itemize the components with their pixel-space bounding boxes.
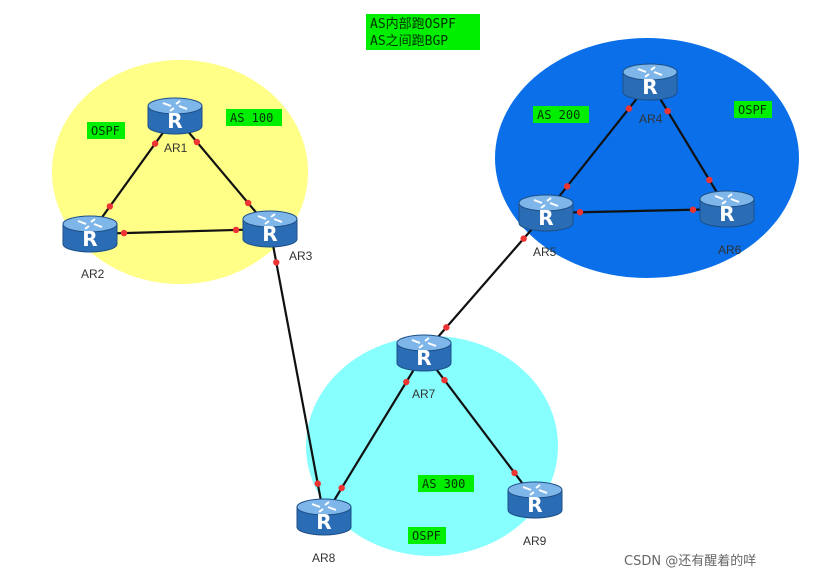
router-label: AR3 (289, 249, 313, 263)
router-ar8[interactable]: R AR8 (296, 498, 352, 565)
tag-as200-name: AS 200 (533, 106, 589, 123)
router-label: AR5 (533, 245, 557, 259)
link-ar5-ar7 (423, 212, 547, 354)
router-icon: R (416, 346, 431, 370)
tag-as300-name: AS 300 (418, 475, 474, 492)
port-dot (151, 140, 159, 147)
port-dot (403, 378, 410, 386)
port-dot (625, 105, 633, 112)
title-line-1: AS内部跑OSPF (370, 16, 456, 32)
router-ar9[interactable]: R AR9 (507, 481, 563, 548)
as300-area (306, 336, 558, 556)
tag-as100-name: AS 100 (226, 109, 282, 126)
port-dot (563, 183, 571, 190)
tag-as300-ospf: OSPF (408, 527, 446, 544)
port-dot (244, 199, 252, 207)
router-icon: R (538, 206, 553, 230)
router-label: AR4 (639, 112, 663, 126)
link-ar2-ar3 (89, 227, 271, 236)
svg-text:OSPF: OSPF (412, 529, 441, 543)
tag-as100-ospf: OSPF (87, 122, 125, 139)
port-dot (193, 138, 201, 146)
router-label: AR6 (718, 243, 742, 257)
link-ar4-ar5 (545, 81, 651, 214)
link-ar3-ar8 (268, 228, 326, 518)
port-dot (443, 324, 450, 331)
port-dot (273, 259, 280, 266)
link-ar1-ar3 (174, 115, 271, 230)
svg-text:AS 100: AS 100 (230, 111, 273, 125)
watermark: CSDN @还有醒着的咩 (624, 553, 756, 569)
svg-text:OSPF: OSPF (91, 124, 120, 138)
router-icon: R (82, 227, 97, 251)
router-label: AR9 (523, 534, 547, 548)
port-dot (338, 484, 345, 492)
router-ar1[interactable]: R AR1 (147, 97, 203, 155)
port-dot (689, 206, 697, 213)
link-ar1-ar2 (89, 115, 176, 235)
links-layer (89, 81, 728, 518)
router-ar2[interactable]: R AR2 (62, 215, 118, 281)
port-dot (120, 229, 128, 237)
router-icon: R (642, 75, 657, 99)
port-dot (576, 209, 584, 216)
port-dot (520, 235, 527, 242)
router-ar5[interactable]: R AR5 (518, 194, 574, 259)
router-icon: R (167, 109, 182, 133)
router-ar7[interactable]: R AR7 (396, 334, 452, 401)
svg-text:AS 200: AS 200 (537, 108, 580, 122)
tag-as200-ospf: OSPF (734, 101, 772, 118)
port-dot (511, 469, 518, 477)
port-dot (314, 480, 321, 487)
router-ar3[interactable]: R AR3 (242, 210, 313, 263)
port-dot (106, 203, 114, 210)
router-ar4[interactable]: R AR4 (622, 63, 678, 126)
router-label: AR2 (81, 267, 105, 281)
link-ar5-ar6 (545, 207, 728, 215)
port-dot (232, 226, 240, 234)
router-icon: R (527, 493, 542, 517)
title-box: AS内部跑OSPF AS之间跑BGP (366, 14, 480, 50)
port-dot (664, 107, 671, 115)
router-label: AR8 (312, 551, 336, 565)
svg-text:OSPF: OSPF (738, 103, 767, 117)
title-line-2: AS之间跑BGP (370, 34, 448, 49)
port-dot (706, 176, 713, 184)
router-icon: R (316, 510, 331, 534)
router-icon: R (262, 222, 277, 246)
link-ar7-ar9 (423, 352, 536, 501)
router-label: AR7 (412, 387, 436, 401)
link-ar4-ar6 (649, 81, 728, 210)
svg-text:AS 300: AS 300 (422, 477, 465, 491)
port-dot (441, 376, 448, 384)
router-icon: R (719, 202, 734, 226)
router-ar6[interactable]: R AR6 (699, 190, 755, 257)
router-label: AR1 (164, 141, 188, 155)
